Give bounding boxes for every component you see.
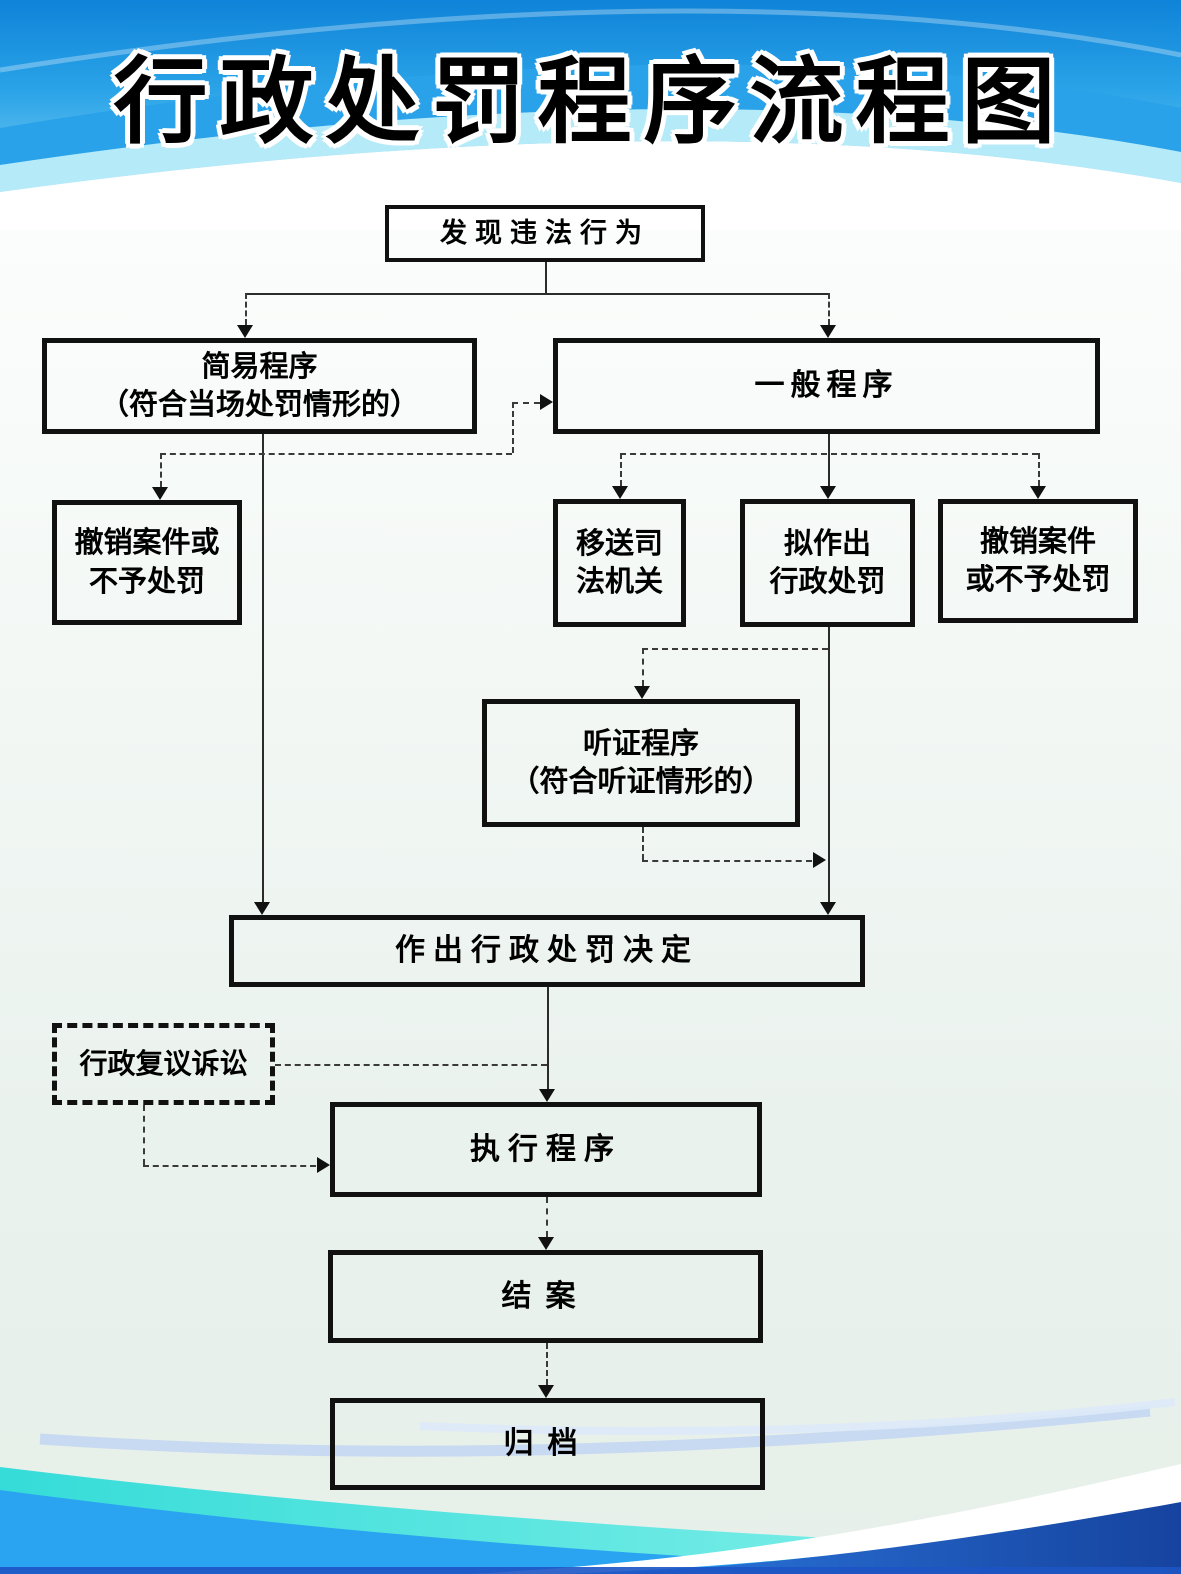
connector-to-summary xyxy=(245,293,247,325)
connector-summary-branch-bar xyxy=(160,453,512,455)
node-proposed-penalty: 拟作出 行政处罚 xyxy=(740,499,915,627)
connector-to-transfer xyxy=(620,453,622,486)
connector-decision-to-review xyxy=(275,1064,547,1066)
node-label-line2: （符合听证情形的） xyxy=(510,766,772,798)
arrowhead-to-general xyxy=(820,325,836,338)
connector-discover-stem xyxy=(545,262,547,293)
node-label: 发现违法行为 xyxy=(440,217,650,248)
node-execution-procedure: 执行程序 xyxy=(330,1102,762,1197)
node-label-line1: 撤销案件 xyxy=(979,525,1096,558)
node-label: 作出行政处罚决定 xyxy=(395,934,699,968)
connector-hearing-merge xyxy=(642,860,812,862)
arrowhead-summary-to-general xyxy=(540,394,553,410)
footer-waves-graphic xyxy=(0,1398,1181,1574)
node-discover-violation: 发现违法行为 xyxy=(385,205,705,262)
arrowhead-summary-to-decision xyxy=(254,902,270,915)
node-label-line1: 移送司 xyxy=(575,527,663,560)
node-transfer-judicial: 移送司 法机关 xyxy=(553,499,686,627)
node-withdraw-case-right: 撤销案件 或不予处罚 xyxy=(938,499,1138,623)
connector-summary-to-general xyxy=(512,402,540,404)
node-label: 结案 xyxy=(501,1279,590,1313)
arrowhead-hearing-merge xyxy=(813,852,826,868)
arrowhead-close-to-archive xyxy=(538,1385,554,1398)
arrowhead-to-hearing xyxy=(634,686,650,699)
arrowhead-to-withdraw-right xyxy=(1030,486,1046,499)
node-archive: 归档 xyxy=(330,1398,765,1490)
connector-review-down xyxy=(143,1105,145,1165)
connector-close-to-archive xyxy=(546,1343,548,1385)
connector-decision-to-execute xyxy=(547,987,549,1089)
node-label: 归档 xyxy=(503,1427,592,1461)
node-administrative-review: 行政复议诉讼 xyxy=(52,1023,275,1105)
connector-summary-to-decision xyxy=(262,434,264,902)
connector-to-withdraw-right xyxy=(1038,453,1040,486)
node-general-procedure: 一般程序 xyxy=(553,338,1100,434)
header-waves-graphic xyxy=(0,0,1181,230)
arrowhead-to-withdraw-left xyxy=(152,487,168,500)
node-label-line2: 不予处罚 xyxy=(88,565,205,598)
arrowhead-review-to-execute xyxy=(317,1157,330,1173)
connector-general-to-propose xyxy=(828,434,830,486)
arrowhead-general-to-propose xyxy=(820,486,836,499)
arrowhead-decision-to-execute xyxy=(539,1089,555,1102)
node-label: 行政复议诉讼 xyxy=(79,1047,248,1079)
node-label: 一般程序 xyxy=(754,369,899,403)
arrowhead-to-summary xyxy=(237,325,253,338)
connector-to-hearing xyxy=(642,648,644,686)
connector-to-withdraw-left xyxy=(160,453,162,487)
connector-propose-to-hearing-bar xyxy=(642,648,828,650)
header-banner: 行政处罚程序流程图 xyxy=(0,0,1181,230)
connector-split-bar xyxy=(245,293,828,295)
node-label-line2: 法机关 xyxy=(575,566,663,598)
poster-title: 行政处罚程序流程图 xyxy=(113,49,1068,154)
node-label-line2: 行政处罚 xyxy=(769,566,886,598)
connector-hearing-out xyxy=(642,827,644,860)
node-label: 执行程序 xyxy=(470,1132,622,1166)
arrowhead-to-transfer xyxy=(612,486,628,499)
node-label-line1: 听证程序 xyxy=(582,727,699,760)
connector-execute-to-close xyxy=(546,1197,548,1237)
connector-summary-to-general-riser xyxy=(512,402,514,453)
connector-propose-to-decision xyxy=(828,627,830,902)
node-summary-procedure: 简易程序 （符合当场处罚情形的） xyxy=(42,338,477,434)
node-withdraw-case-left: 撤销案件或 不予处罚 xyxy=(52,500,242,625)
node-label-line1: 撤销案件或 xyxy=(74,527,220,560)
node-hearing-procedure: 听证程序 （符合听证情形的） xyxy=(482,699,800,827)
node-penalty-decision: 作出行政处罚决定 xyxy=(229,915,865,987)
connector-review-to-execute xyxy=(143,1165,316,1167)
arrowhead-propose-to-decision xyxy=(820,902,836,915)
connector-to-general xyxy=(828,293,830,325)
node-label-line1: 拟作出 xyxy=(783,527,871,560)
arrowhead-execute-to-close xyxy=(538,1237,554,1250)
node-label-line1: 简易程序 xyxy=(201,350,318,383)
node-close-case: 结案 xyxy=(328,1250,763,1343)
node-label-line2: 或不予处罚 xyxy=(965,564,1111,596)
node-label-line2: （符合当场处罚情形的） xyxy=(99,389,419,421)
footer-waves xyxy=(0,1314,1181,1574)
